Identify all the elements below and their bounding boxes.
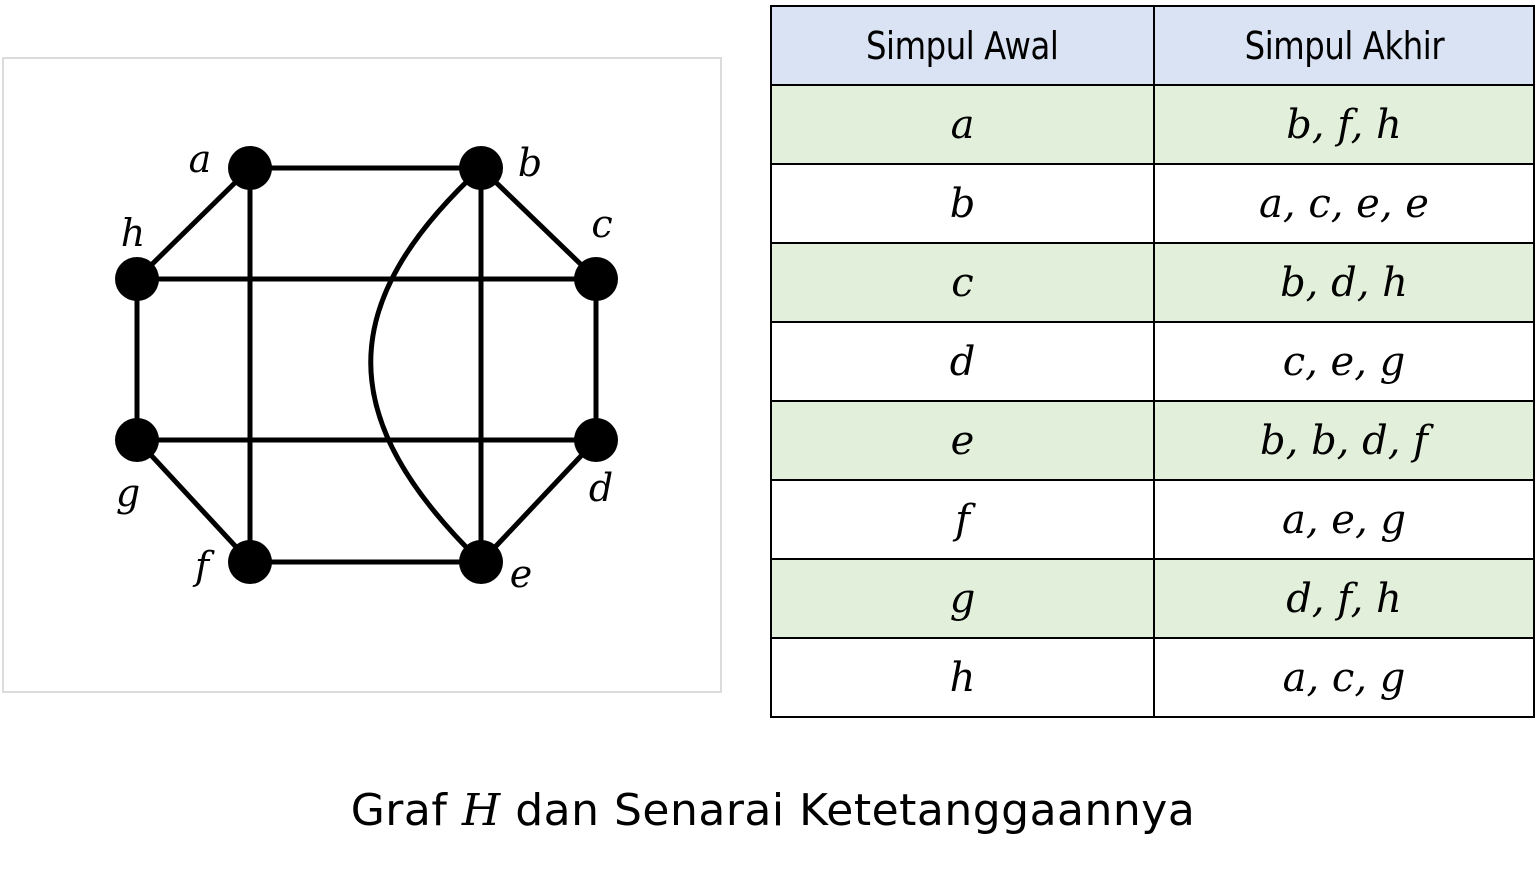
edge-b-e [368, 166, 483, 564]
cell-end: c, e, g [1153, 321, 1535, 402]
table-header-row: Simpul Awal Simpul Akhir [770, 5, 1535, 86]
vertex-label-d: d [589, 466, 613, 510]
vertex-c [574, 257, 618, 301]
cell-start: d [770, 321, 1155, 402]
cell-start: h [770, 637, 1155, 718]
vertex-label-a: a [189, 137, 212, 181]
edge-a-h [135, 166, 252, 281]
cell-start: b [770, 163, 1155, 244]
vertex-label-b: b [518, 141, 542, 185]
vertex-label-f: f [192, 544, 215, 588]
edge-f-g [135, 438, 252, 564]
vertex-h [115, 257, 159, 301]
cell-start: a [770, 84, 1155, 165]
vertex-e [459, 540, 503, 584]
vertex-f [228, 540, 272, 584]
vertex-d [574, 418, 618, 462]
edge-b-c [479, 166, 598, 281]
cell-end: a, e, g [1153, 479, 1535, 560]
header-simpul-awal: Simpul Awal [770, 5, 1155, 86]
cell-start: e [770, 400, 1155, 481]
vertex-a [228, 146, 272, 190]
cell-end: b, d, h [1153, 242, 1535, 323]
edge-d-e [479, 438, 598, 564]
cell-start: g [770, 558, 1155, 639]
vertex-g [115, 418, 159, 462]
vertex-b [459, 146, 503, 190]
header-simpul-awal-text: Simpul Awal [866, 23, 1059, 68]
caption-graph-symbol: H [461, 785, 501, 836]
vertex-label-g: g [116, 471, 140, 515]
cell-start: f [770, 479, 1155, 560]
labels-layer: a b c d e f g h [116, 137, 613, 596]
cell-end: a, c, e, e [1153, 163, 1535, 244]
caption-suffix: dan Senarai Ketetanggaannya [515, 785, 1196, 836]
vertex-label-h: h [121, 211, 145, 255]
cell-end: d, f, h [1153, 558, 1535, 639]
nodes-layer [115, 146, 618, 584]
graph-H-diagram: a b c d e f g h [115, 137, 618, 596]
graph-panel: a b c d e f g h [2, 57, 722, 693]
cell-start: c [770, 242, 1155, 323]
vertex-label-c: c [591, 202, 612, 246]
caption-prefix: Graf [350, 785, 448, 836]
cell-end: b, b, d, f [1153, 400, 1535, 481]
cell-end: b, f, h [1153, 84, 1535, 165]
edges-layer [134, 165, 599, 565]
vertex-label-e: e [510, 552, 533, 596]
header-simpul-akhir: Simpul Akhir [1153, 5, 1535, 86]
figure-caption: Graf H dan Senarai Ketetanggaannya [0, 785, 1536, 836]
cell-end: a, c, g [1153, 637, 1535, 718]
header-simpul-akhir-text: Simpul Akhir [1244, 23, 1444, 68]
